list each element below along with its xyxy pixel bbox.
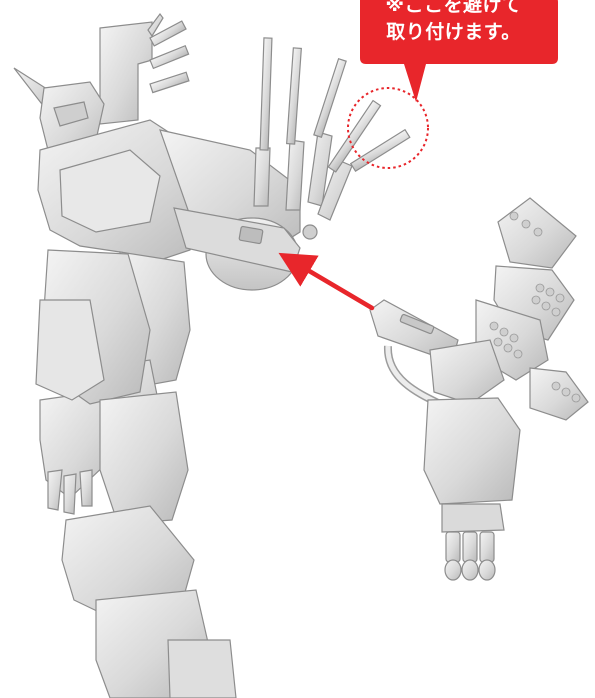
finger-3	[80, 470, 92, 506]
finger-1	[48, 470, 62, 510]
thrusters	[445, 532, 495, 580]
back-fin-3	[150, 72, 189, 92]
callout-line-2: 取り付けます。	[356, 19, 551, 46]
back-tower	[100, 22, 152, 124]
robot-figure	[14, 14, 410, 698]
clamp-slot	[239, 226, 263, 244]
thruster-housing	[442, 504, 504, 532]
arm-link	[430, 340, 504, 404]
missile-pod-bottom	[530, 368, 588, 420]
finger-2	[64, 474, 76, 514]
attach-arrow	[294, 262, 372, 308]
foot-armor	[168, 640, 236, 698]
callout-text: ※ここを避けて 取り付けます。	[356, 0, 551, 68]
pack-body	[424, 398, 520, 504]
callout-line-1: ※ここを避けて	[356, 0, 551, 19]
thigh	[100, 392, 188, 524]
weapon-pack	[370, 198, 588, 580]
back-fin-2	[150, 46, 189, 69]
